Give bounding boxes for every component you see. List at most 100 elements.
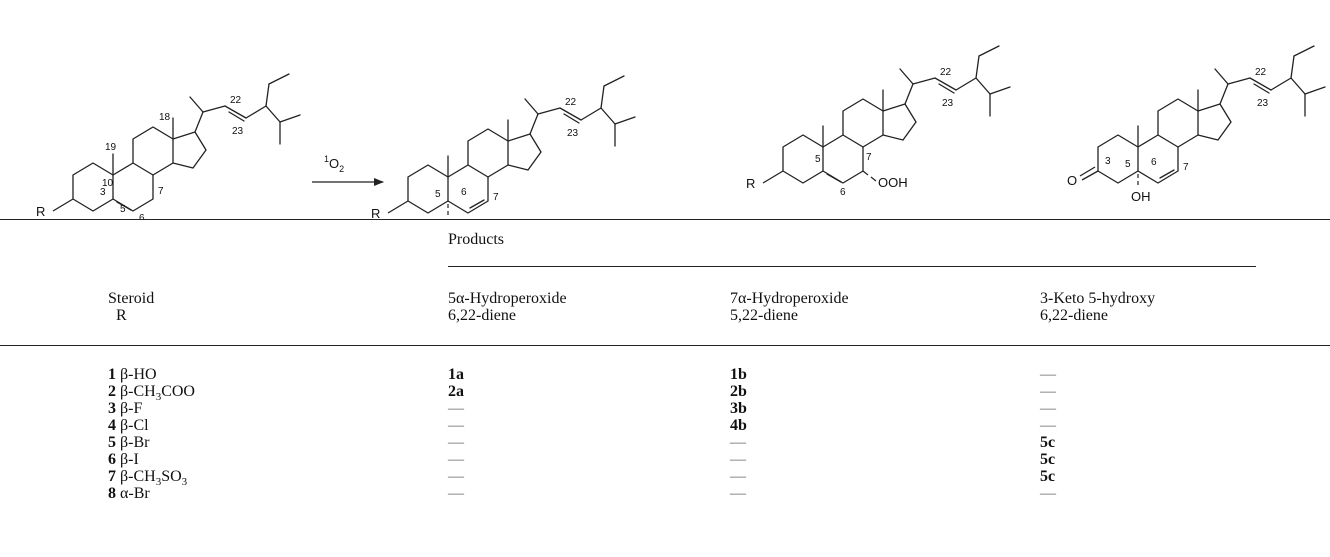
label-22-b: 22 [940, 67, 952, 78]
atom-r: R [36, 204, 45, 219]
product-a-cell: — [448, 400, 464, 417]
label-7-c: 7 [1183, 162, 1189, 173]
product-b-cell: 2b [730, 383, 747, 400]
label-18: 18 [159, 112, 171, 123]
steroid-r-post: COO [161, 383, 195, 400]
product-a-cell: 1a [448, 366, 464, 383]
header-col3-line2: 6,22-diene [1040, 307, 1108, 324]
product-b-cell: 3b [730, 400, 747, 417]
label-3-c: 3 [1105, 156, 1111, 167]
steroid-number: 7 [108, 468, 116, 485]
label-7: 7 [158, 186, 164, 197]
atom-o-c: O [1067, 173, 1077, 188]
product-c-cell: 5c [1040, 434, 1056, 451]
products-subrule [448, 266, 1256, 267]
scheme-svg: R 3 10 5 6 7 19 18 22 23 1O2 R OOH 5 6 7… [36, 45, 1326, 220]
steroid-r-sub: 3 [155, 391, 162, 404]
header-col1-line2: 6,22-diene [448, 307, 516, 324]
product-a-cell: — [448, 451, 464, 468]
product-c-cell: 5c [1040, 451, 1056, 468]
table-top-rule [0, 219, 1330, 220]
reaction-scheme: R 3 10 5 6 7 19 18 22 23 1O2 R OOH 5 6 7… [0, 0, 1330, 220]
product-c-cell: — [1040, 485, 1056, 502]
table-row: 1 β-HO [108, 366, 157, 383]
reagent-sup: 1 [324, 154, 329, 164]
label-23-b: 23 [942, 98, 954, 109]
header-col2-line2: 5,22-diene [730, 307, 798, 324]
steroid-number: 2 [108, 383, 116, 400]
product-c-cell: — [1040, 400, 1056, 417]
product-c-cell: — [1040, 383, 1056, 400]
product-b-cell: — [730, 451, 746, 468]
steroid-number: 3 [108, 400, 116, 417]
atom-ooh-b: OOH [878, 175, 908, 190]
label-5-c: 5 [1125, 159, 1131, 170]
reagent-sub: 2 [339, 164, 344, 174]
label-23-c: 23 [1257, 98, 1269, 109]
label-10: 10 [102, 178, 114, 189]
label-6: 6 [139, 213, 145, 220]
product-a-cell: — [448, 485, 464, 502]
product-c-cell: — [1040, 417, 1056, 434]
table-row: 8 α-Br [108, 485, 150, 502]
steroid-number: 4 [108, 417, 116, 434]
product-a-cell: 2a [448, 383, 464, 400]
table-row: 6 β-I [108, 451, 139, 468]
product-b-cell: — [730, 468, 746, 485]
table-header-rule [0, 345, 1330, 346]
steroid-r-post-sub: 3 [181, 476, 188, 489]
label-7-b: 7 [866, 152, 872, 163]
atom-r-a: R [371, 206, 380, 220]
product-c-cell: 5c [1040, 468, 1056, 485]
steroid-r: β-CH [120, 468, 156, 485]
steroid-r: β-CH [120, 383, 156, 400]
label-6-a: 6 [461, 187, 467, 198]
steroid-r-post: SO3 [161, 468, 188, 489]
steroid-r: β-I [120, 451, 139, 468]
atom-r-b: R [746, 176, 755, 191]
steroid-r: β-Cl [120, 417, 149, 434]
label-5: 5 [120, 204, 126, 215]
atom-oh-c: OH [1131, 189, 1151, 204]
structure-product-c: O OH 3 5 6 7 22 23 [1067, 45, 1326, 204]
product-b-cell: — [730, 485, 746, 502]
table-row: 3 β-F [108, 400, 142, 417]
reagent-main: O [329, 156, 339, 171]
header-col3-line1: 3-Keto 5-hydroxy [1040, 290, 1156, 307]
steroid-number: 6 [108, 451, 116, 468]
label-5-b: 5 [815, 154, 821, 165]
reaction-arrow: 1O2 [312, 154, 384, 186]
header-r: R [116, 307, 127, 324]
label-22: 22 [230, 95, 242, 106]
steroid-r: β-HO [120, 366, 157, 383]
table-row: 7 β-CH3SO3 [108, 468, 188, 489]
table-row: 4 β-Cl [108, 417, 149, 434]
structure-product-b: R OOH 5 6 7 22 23 [746, 45, 1011, 198]
product-b-cell: — [730, 434, 746, 451]
steroid-r-sub: 3 [155, 476, 162, 489]
structure-starting-material: R 3 10 5 6 7 19 18 22 23 [36, 73, 301, 220]
steroid-r: α-Br [120, 485, 150, 502]
label-22-c: 22 [1255, 67, 1267, 78]
product-c-cell: — [1040, 366, 1056, 383]
steroid-r: β-Br [120, 434, 150, 451]
label-23: 23 [232, 126, 244, 137]
header-col1-line1: 5α-Hydroperoxide [448, 290, 567, 307]
label-22-a: 22 [565, 97, 577, 108]
steroid-number: 8 [108, 485, 116, 502]
product-b-cell: 1b [730, 366, 747, 383]
product-a-cell: — [448, 468, 464, 485]
label-3: 3 [100, 187, 106, 198]
reagent-singlet-oxygen: 1O2 [324, 154, 344, 174]
product-a-cell: — [448, 417, 464, 434]
structure-product-a: R OOH 5 6 7 22 23 [371, 75, 636, 220]
steroid-number: 5 [108, 434, 116, 451]
header-col2-line1: 7α-Hydroperoxide [730, 290, 849, 307]
steroid-number: 1 [108, 366, 116, 383]
header-steroid: Steroid [108, 290, 155, 307]
table-row: 2 β-CH3COO [108, 383, 195, 404]
label-6-c: 6 [1151, 157, 1157, 168]
label-7-a: 7 [493, 192, 499, 203]
label-23-a: 23 [567, 128, 579, 139]
header-products: Products [448, 231, 504, 248]
